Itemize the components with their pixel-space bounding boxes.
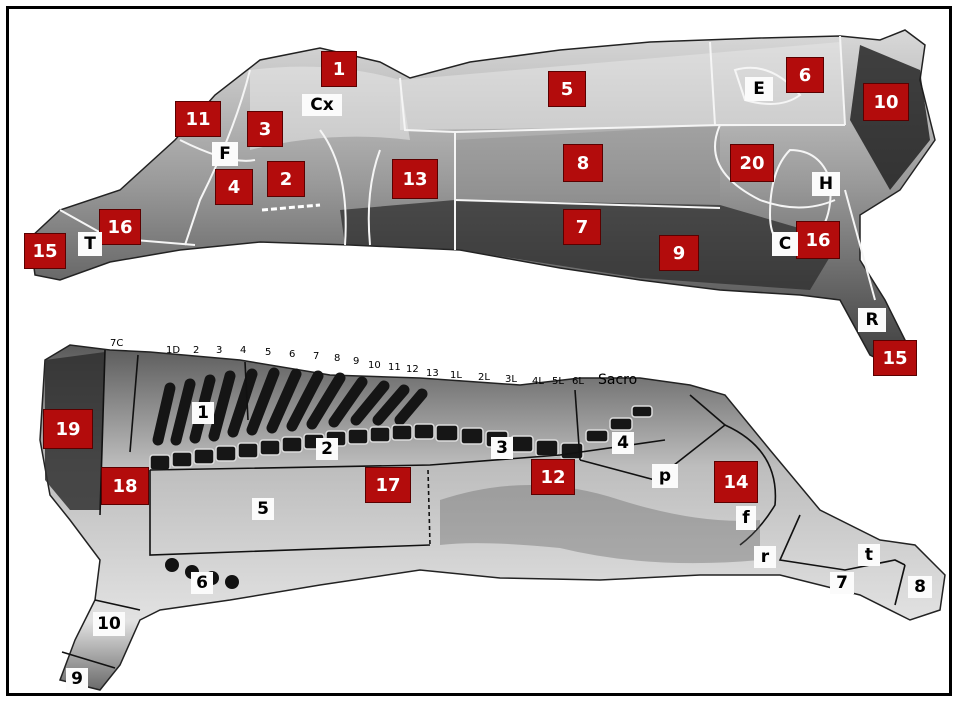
frame-border	[6, 6, 952, 696]
